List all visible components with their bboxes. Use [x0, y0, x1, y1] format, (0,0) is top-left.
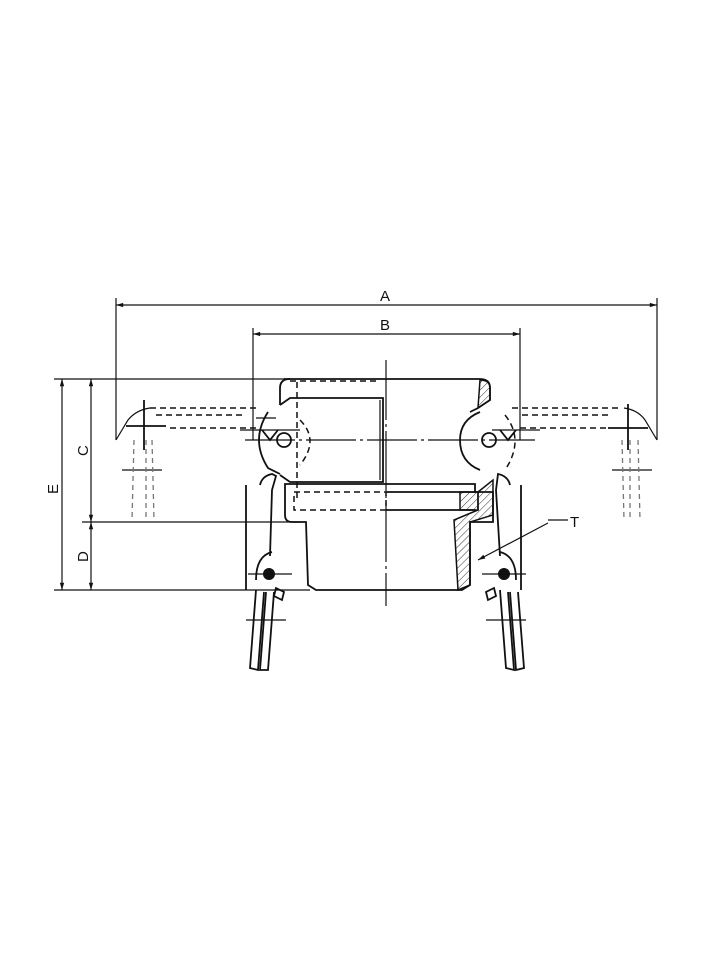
- thread-callout: T: [477, 514, 579, 561]
- dimension-d-label: D: [75, 551, 92, 562]
- dimension-d: D: [75, 521, 94, 591]
- dimension-b: B: [252, 317, 521, 440]
- dimension-e: E: [45, 379, 65, 591]
- right-cam-pivot: [459, 411, 540, 471]
- left-cam-arm-closed: [245, 473, 292, 672]
- dimension-b-label: B: [380, 317, 390, 334]
- dimension-c: C: [75, 379, 94, 523]
- right-cam-arm-closed: [482, 472, 526, 672]
- dimension-e-label: E: [45, 484, 62, 494]
- dimension-c-label: C: [75, 445, 92, 456]
- left-cam-arm-open: [115, 400, 256, 521]
- dimension-a: A: [115, 288, 658, 440]
- right-cam-arm-open: [512, 404, 658, 521]
- left-cam-pivot: [240, 411, 311, 475]
- thread-callout-label: T: [570, 514, 579, 531]
- coupler-body: [279, 378, 494, 592]
- dimension-a-label: A: [380, 288, 390, 305]
